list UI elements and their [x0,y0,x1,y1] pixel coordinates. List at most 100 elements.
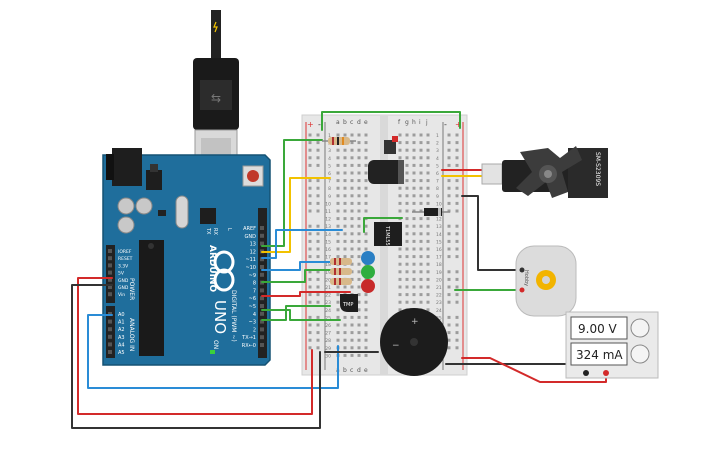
breadboard-hole[interactable] [412,239,416,243]
breadboard-hole[interactable] [364,239,368,243]
rail-hole[interactable] [455,201,459,205]
breadboard-hole[interactable] [350,255,354,259]
breadboard-hole[interactable] [426,148,430,152]
breadboard-hole[interactable] [357,338,361,342]
rail-hole[interactable] [308,232,312,236]
rail-hole[interactable] [316,315,320,319]
rail-hole[interactable] [316,346,320,350]
breadboard-hole[interactable] [357,232,361,236]
breadboard-hole[interactable] [350,315,354,319]
rail-hole[interactable] [455,156,459,160]
breadboard-hole[interactable] [412,277,416,281]
rail-hole[interactable] [447,224,451,228]
breadboard-hole[interactable] [405,239,409,243]
breadboard-hole[interactable] [343,338,347,342]
rail-hole[interactable] [447,232,451,236]
temperature-sensor[interactable]: TMP [340,294,358,312]
breadboard-hole[interactable] [426,308,430,312]
digital-pin[interactable] [260,272,264,277]
breadboard-hole[interactable] [412,247,416,251]
breadboard-hole[interactable] [412,224,416,228]
breadboard-hole[interactable] [350,156,354,160]
analog-pin[interactable] [108,319,112,324]
breadboard-hole[interactable] [398,247,402,251]
breadboard-hole[interactable] [357,171,361,175]
breadboard-hole[interactable] [405,141,409,145]
breadboard-hole[interactable] [343,346,347,350]
breadboard-hole[interactable] [426,194,430,198]
breadboard-hole[interactable] [343,133,347,137]
capacitor[interactable] [368,160,404,184]
rail-hole[interactable] [447,270,451,274]
rail-hole[interactable] [447,163,451,167]
rail-hole[interactable] [455,141,459,145]
breadboard-hole[interactable] [364,133,368,137]
breadboard-hole[interactable] [405,148,409,152]
breadboard-hole[interactable] [405,179,409,183]
breadboard-hole[interactable] [336,255,340,259]
breadboard-hole[interactable] [364,353,368,357]
breadboard-hole[interactable] [364,201,368,205]
rail-hole[interactable] [308,300,312,304]
breadboard-hole[interactable] [343,156,347,160]
breadboard-hole[interactable] [350,338,354,342]
breadboard-hole[interactable] [364,247,368,251]
rail-hole[interactable] [455,255,459,259]
breadboard-hole[interactable] [419,163,423,167]
breadboard-hole[interactable] [343,323,347,327]
breadboard-hole[interactable] [405,262,409,266]
voltage-knob[interactable] [630,318,650,338]
breadboard-hole[interactable] [357,209,361,213]
breadboard-hole[interactable] [405,217,409,221]
breadboard-hole[interactable] [426,293,430,297]
breadboard-hole[interactable] [350,224,354,228]
breadboard-hole[interactable] [364,171,368,175]
breadboard-hole[interactable] [412,179,416,183]
breadboard-hole[interactable] [350,239,354,243]
breadboard-hole[interactable] [350,262,354,266]
breadboard-hole[interactable] [357,247,361,251]
breadboard-hole[interactable] [336,323,340,327]
breadboard-hole[interactable] [357,315,361,319]
breadboard-hole[interactable] [343,315,347,319]
breadboard-hole[interactable] [336,133,340,137]
breadboard-hole[interactable] [364,156,368,160]
rail-hole[interactable] [316,232,320,236]
breadboard-hole[interactable] [405,247,409,251]
wires[interactable] [71,111,607,429]
rail-hole[interactable] [316,141,320,145]
breadboard-hole[interactable] [398,308,402,312]
breadboard-hole[interactable] [398,133,402,137]
rail-hole[interactable] [455,346,459,350]
breadboard-hole[interactable] [357,346,361,350]
breadboard-hole[interactable] [343,232,347,236]
breadboard-hole[interactable] [419,194,423,198]
rail-hole[interactable] [316,285,320,289]
rail-hole[interactable] [455,163,459,167]
analog-pin[interactable] [108,342,112,347]
breadboard-hole[interactable] [405,232,409,236]
rail-hole[interactable] [455,224,459,228]
breadboard-hole[interactable] [364,346,368,350]
breadboard-hole[interactable] [357,300,361,304]
breadboard-hole[interactable] [350,323,354,327]
breadboard-hole[interactable] [405,277,409,281]
breadboard-hole[interactable] [350,163,354,167]
digital-pin[interactable] [260,296,264,301]
rail-hole[interactable] [308,156,312,160]
breadboard-hole[interactable] [364,300,368,304]
breadboard-hole[interactable] [426,300,430,304]
breadboard-hole[interactable] [357,293,361,297]
breadboard-hole[interactable] [398,209,402,213]
breadboard-hole[interactable] [350,186,354,190]
digital-pin[interactable] [260,343,264,347]
breadboard-hole[interactable] [398,262,402,266]
breadboard-hole[interactable] [364,186,368,190]
breadboard-hole[interactable] [343,331,347,335]
breadboard-hole[interactable] [426,262,430,266]
breadboard-hole[interactable] [412,148,416,152]
rail-hole[interactable] [455,323,459,327]
breadboard-hole[interactable] [343,247,347,251]
dc-motor[interactable]: Hobby [515,245,577,317]
breadboard-hole[interactable] [364,232,368,236]
